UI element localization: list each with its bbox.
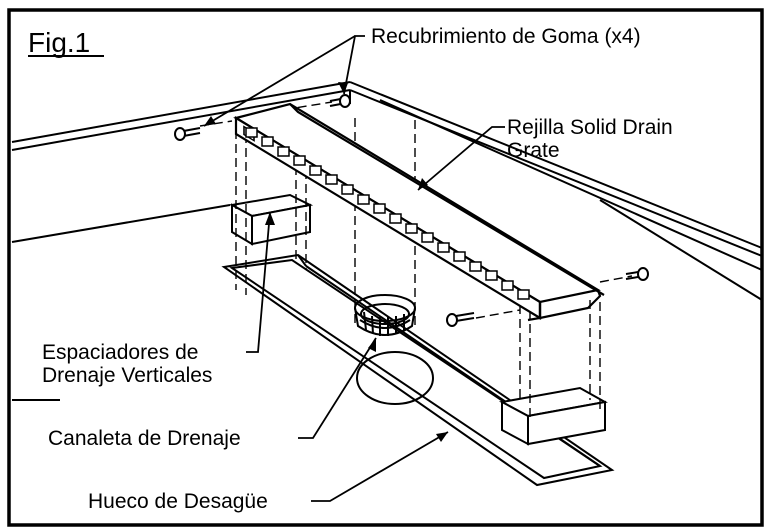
rubber-cap-4	[625, 267, 649, 281]
callout-channel: Canaleta de Drenaje	[48, 427, 241, 450]
rubber-cap-2	[329, 94, 351, 108]
vertical-spacer-right	[499, 386, 608, 446]
callout-grate-line1: Rejilla Solid Drain	[507, 116, 673, 139]
callout-grate-line2: Grate	[507, 139, 560, 162]
callout-rubber-caps: Recubrimiento de Goma (x4)	[371, 25, 641, 48]
grate-slot-row	[245, 127, 530, 300]
figure-label: Fig.1	[28, 27, 90, 58]
vertical-spacer-left	[229, 193, 314, 246]
drain-channel	[221, 253, 615, 487]
leader-arrows	[204, 82, 448, 442]
rubber-cap-3	[446, 312, 475, 327]
shower-base-outline	[11, 81, 763, 401]
drain-hole	[356, 351, 434, 405]
callout-hole: Hueco de Desagüe	[88, 490, 268, 513]
leader-lines	[203, 35, 505, 502]
figure-frame	[7, 8, 764, 527]
rubber-cap-1	[174, 127, 201, 141]
callout-spacers-line2: Drenaje Verticales	[42, 364, 212, 387]
callout-spacers-line1: Espaciadores de	[42, 341, 198, 364]
